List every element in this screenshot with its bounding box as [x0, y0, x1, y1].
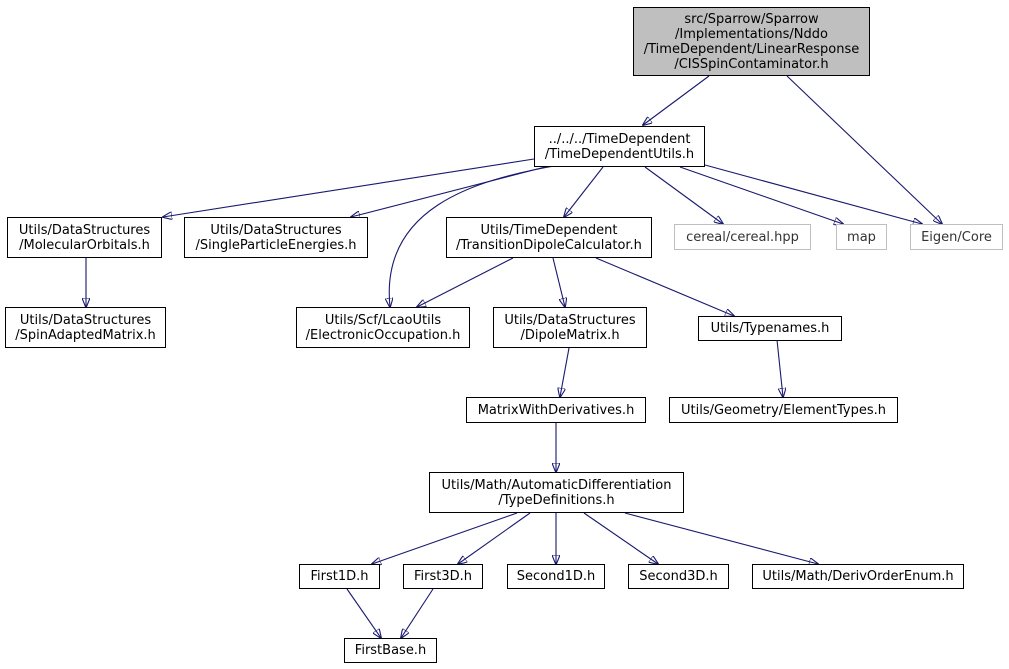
node-line: ../../../TimeDependent: [548, 131, 691, 147]
edge-tdc-to-dipolematrix: [552, 257, 565, 307]
node-line: Utils/Typenames.h: [710, 321, 830, 336]
node-line: /MolecularOrbitals.h: [19, 237, 150, 253]
node-map[interactable]: map: [836, 224, 887, 250]
edge-tdu-to-electronicoccupation: [389, 164, 561, 307]
edge-typenames-to-elementtypes: [776, 339, 783, 397]
node-cisspincontaminator[interactable]: src/Sparrow/Sparrow /Implementations/Ndd…: [633, 7, 870, 76]
node-line: Second3D.h: [639, 569, 718, 584]
node-line: Eigen/Core: [921, 229, 992, 245]
edge-first3d-to-firstbase: [401, 588, 434, 638]
node-first1d[interactable]: First1D.h: [299, 564, 380, 589]
edge-tdu-to-molecularorbitals: [163, 158, 535, 217]
node-line: /TypeDefinitions.h: [498, 492, 615, 508]
node-electronicoccupation[interactable]: Utils/Scf/LcaoUtils /ElectronicOccupatio…: [296, 307, 470, 348]
node-elementtypes[interactable]: Utils/Geometry/ElementTypes.h: [669, 397, 898, 423]
node-line: First1D.h: [310, 569, 369, 584]
node-typedefinitions[interactable]: Utils/Math/AutomaticDifferentiation /Typ…: [429, 472, 684, 513]
node-dipolematrix[interactable]: Utils/DataStructures /DipoleMatrix.h: [493, 307, 647, 348]
node-line: FirstBase.h: [354, 643, 427, 658]
edge-typedefinitions-to-first3d: [458, 512, 531, 564]
node-line: Utils/DataStructures: [210, 222, 342, 238]
node-line: MatrixWithDerivatives.h: [477, 402, 635, 418]
edge-tdc-to-electronicoccupation: [417, 257, 514, 307]
node-second1d[interactable]: Second1D.h: [507, 564, 605, 589]
node-line: Utils/DataStructures: [18, 222, 151, 238]
edge-first1d-to-firstbase: [346, 588, 381, 638]
node-line: /DipoleMatrix.h: [520, 327, 620, 343]
node-typenames[interactable]: Utils/Typenames.h: [698, 316, 842, 341]
edge-typedefinitions-to-first1d: [372, 512, 518, 564]
node-line: /ElectronicOccupation.h: [305, 327, 461, 343]
edge-dipolematrix-to-matrixwithderivatives: [560, 347, 570, 397]
node-firstbase[interactable]: FirstBase.h: [344, 638, 437, 663]
node-line: /SpinAdaptedMatrix.h: [15, 327, 156, 343]
node-line: cereal/cereal.hpp: [686, 229, 799, 245]
edge-root-to-eigen-core: [786, 75, 942, 224]
edge-tdu-to-eigen-core: [704, 164, 922, 224]
node-singleparticleenergies[interactable]: Utils/DataStructures /SingleParticleEner…: [184, 217, 368, 258]
node-timedependentutils[interactable]: ../../../TimeDependent /TimeDependentUti…: [534, 126, 705, 167]
node-molecularorbitals[interactable]: Utils/DataStructures /MolecularOrbitals.…: [7, 217, 162, 258]
node-line: map: [847, 229, 876, 245]
edge-typedefinitions-to-second3d: [583, 512, 658, 564]
node-line: Utils/Geometry/ElementTypes.h: [680, 402, 887, 418]
node-line: Utils/Math/AutomaticDifferentiation: [441, 477, 672, 493]
node-matrixwithderivatives[interactable]: MatrixWithDerivatives.h: [466, 397, 646, 423]
node-line: Utils/Scf/LcaoUtils: [324, 312, 442, 328]
node-transitiondipolecalculator[interactable]: Utils/TimeDependent /TransitionDipoleCal…: [446, 217, 652, 258]
node-line: /CISSpinContaminator.h: [674, 56, 829, 72]
node-spinadaptedmatrix[interactable]: Utils/DataStructures /SpinAdaptedMatrix.…: [5, 307, 166, 348]
node-line: Utils/Math/DerivOrderEnum.h: [762, 569, 954, 584]
edge-tdu-to-transitiondipolecalculator: [564, 166, 604, 217]
edge-tdu-to-map: [679, 166, 843, 224]
node-line: Utils/TimeDependent: [480, 222, 618, 238]
node-line: Utils/DataStructures: [504, 312, 636, 328]
node-eigen-core[interactable]: Eigen/Core: [910, 224, 1003, 250]
node-derivorderenum[interactable]: Utils/Math/DerivOrderEnum.h: [752, 564, 964, 589]
edge-tdu-to-cereal: [644, 166, 723, 224]
node-second3d[interactable]: Second3D.h: [628, 564, 729, 589]
node-line: /SingleParticleEnergies.h: [195, 237, 357, 253]
node-line: Utils/DataStructures: [19, 312, 152, 328]
node-line: First3D.h: [413, 569, 472, 584]
node-line: /TimeDependentUtils.h: [544, 146, 695, 162]
node-line: Second1D.h: [516, 569, 596, 584]
edge-tdc-to-typenames: [595, 257, 734, 316]
node-cereal[interactable]: cereal/cereal.hpp: [674, 224, 811, 250]
edge-root-to-timedependentutils: [643, 75, 710, 125]
node-line: /TimeDependent/LinearResponse: [643, 41, 860, 57]
edge-typedefinitions-to-derivorderenum: [624, 512, 818, 564]
node-first3d[interactable]: First3D.h: [403, 564, 483, 589]
node-line: /TransitionDipoleCalculator.h: [456, 237, 642, 253]
node-line: src/Sparrow/Sparrow: [684, 11, 819, 27]
node-line: /Implementations/Nddo: [675, 26, 828, 42]
